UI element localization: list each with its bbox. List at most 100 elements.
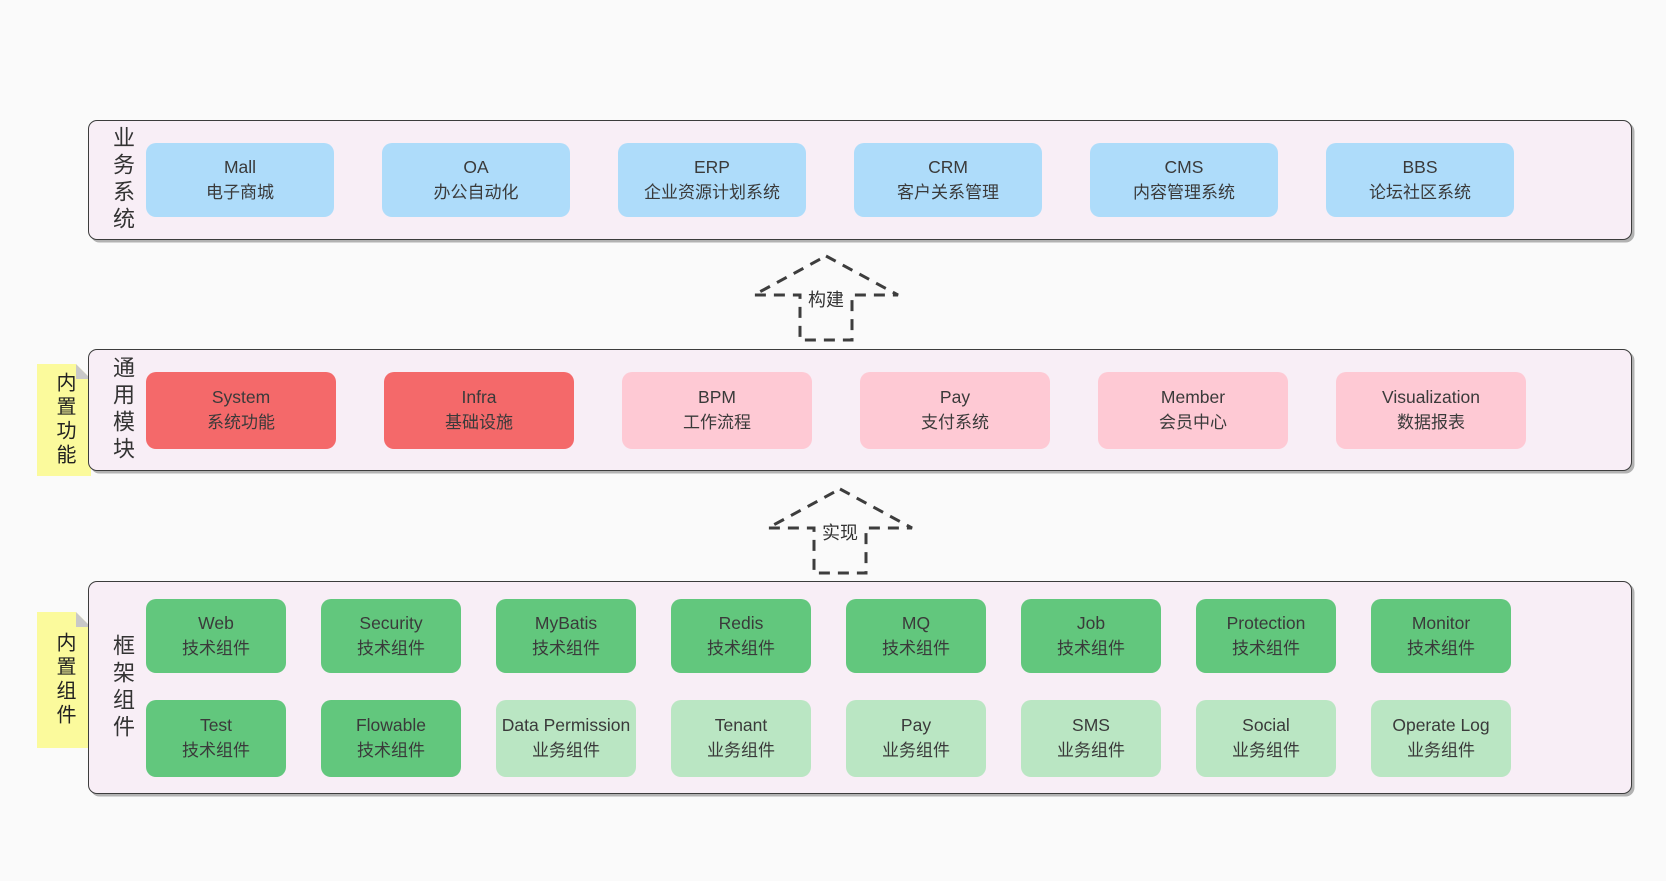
box-subtitle: 技术组件 — [532, 638, 600, 658]
box-pay: Pay 支付系统 — [860, 371, 1050, 449]
box-tenant: Tenant 业务组件 — [671, 699, 811, 777]
box-title: Redis — [718, 612, 764, 633]
box-title: CRM — [928, 157, 968, 177]
box-system: System 系统功能 — [146, 371, 336, 449]
sticky-note-built-in-components: 内置组件 — [37, 612, 91, 748]
box-bpm: BPM 工作流程 — [622, 371, 812, 449]
box-title: Flowable — [355, 715, 427, 735]
arrow-build: 构建 — [750, 253, 902, 343]
box-title: Tenant — [714, 715, 768, 735]
box-title: Data Permission — [501, 715, 631, 735]
box-subtitle: 客户关系管理 — [897, 183, 999, 202]
box-subtitle: 工作流程 — [683, 413, 751, 432]
box-title: System — [211, 387, 271, 407]
box-title: OA — [463, 157, 489, 177]
box-title: Visualization — [1382, 387, 1480, 407]
box-subtitle: 技术组件 — [882, 638, 950, 658]
box-subtitle: 业务组件 — [707, 741, 775, 760]
box-visualization: Visualization 数据报表 — [1336, 371, 1526, 449]
box-mall: Mall 电子商城 — [146, 143, 334, 217]
box-flowable: Flowable 技术组件 — [321, 699, 461, 777]
sticky-note-text: 内置组件 — [53, 632, 75, 728]
arrow-implement: 实现 — [764, 486, 916, 576]
box-operate-log: Operate Log 业务组件 — [1371, 699, 1511, 777]
box-title: Test — [199, 715, 233, 735]
box-cms: CMS 内容管理系统 — [1090, 143, 1278, 217]
box-title: Infra — [461, 387, 497, 407]
box-subtitle: 技术组件 — [1407, 638, 1475, 658]
box-title: CMS — [1164, 157, 1204, 177]
box-title: MyBatis — [534, 612, 598, 633]
box-title: ERP — [694, 157, 730, 177]
box-social: Social 业务组件 — [1196, 699, 1336, 777]
box-title: Pay — [939, 387, 971, 407]
box-subtitle: 办公自动化 — [433, 183, 519, 202]
box-title: Job — [1076, 612, 1106, 633]
layer-label-business-systems: 业务系统 — [110, 126, 135, 234]
box-monitor: Monitor 技术组件 — [1371, 598, 1511, 673]
box-subtitle: 论坛社区系统 — [1369, 183, 1471, 202]
box-protection: Protection 技术组件 — [1196, 598, 1336, 673]
box-job: Job 技术组件 — [1021, 598, 1161, 673]
box-subtitle: 会员中心 — [1159, 413, 1227, 432]
box-infra: Infra 基础设施 — [384, 371, 574, 449]
box-title: Pay — [900, 715, 932, 735]
box-title: BBS — [1402, 157, 1438, 177]
box-subtitle: 系统功能 — [207, 413, 275, 432]
box-title: Protection — [1226, 612, 1306, 633]
box-subtitle: 业务组件 — [532, 741, 600, 760]
sticky-note-built-in-functions: 内置功能 — [37, 364, 91, 476]
box-mq: MQ 技术组件 — [846, 598, 986, 673]
sticky-note-text: 内置功能 — [53, 372, 75, 468]
components-row-2: Test 技术组件 Flowable 技术组件 Data Permission … — [146, 699, 1511, 777]
box-erp: ERP 企业资源计划系统 — [618, 143, 806, 217]
box-title: SMS — [1072, 715, 1110, 735]
box-subtitle: 技术组件 — [182, 638, 250, 658]
business-systems-box-row: Mall 电子商城 OA 办公自动化 ERP 企业资源计划系统 CRM 客户关系… — [146, 143, 1514, 217]
box-subtitle: 基础设施 — [445, 413, 513, 432]
box-subtitle: 技术组件 — [357, 638, 425, 658]
box-title: BPM — [698, 387, 736, 407]
box-mybatis: MyBatis 技术组件 — [496, 598, 636, 673]
layer-framework-components: 框架组件 Web 技术组件 Security 技术组件 MyBatis 技术组件… — [88, 581, 1632, 794]
box-subtitle: 技术组件 — [1232, 638, 1300, 658]
box-title: Member — [1160, 387, 1226, 407]
box-test: Test 技术组件 — [146, 699, 286, 777]
common-modules-box-row: System 系统功能 Infra 基础设施 BPM 工作流程 Pay 支付系统… — [146, 371, 1526, 449]
box-subtitle: 内容管理系统 — [1133, 183, 1235, 202]
box-title: Monitor — [1411, 612, 1471, 633]
box-subtitle: 电子商城 — [206, 183, 274, 202]
box-subtitle: 技术组件 — [1057, 638, 1125, 658]
box-crm: CRM 客户关系管理 — [854, 143, 1042, 217]
box-sms: SMS 业务组件 — [1021, 699, 1161, 777]
box-title: Web — [198, 612, 234, 633]
components-row-1: Web 技术组件 Security 技术组件 MyBatis 技术组件 Redi… — [146, 598, 1511, 673]
box-subtitle: 支付系统 — [921, 413, 989, 432]
up-arrow-dashed-icon — [767, 487, 913, 575]
box-security: Security 技术组件 — [321, 598, 461, 673]
up-arrow-dashed-icon — [753, 254, 899, 342]
layer-business-systems: 业务系统 Mall 电子商城 OA 办公自动化 ERP 企业资源计划系统 CRM… — [88, 120, 1632, 240]
box-subtitle: 技术组件 — [182, 741, 250, 760]
box-title: Operate Log — [1392, 715, 1490, 735]
box-title: MQ — [901, 612, 931, 633]
box-subtitle: 业务组件 — [1232, 741, 1300, 760]
arrow-build-label: 构建 — [805, 286, 847, 312]
box-bbs: BBS 论坛社区系统 — [1326, 143, 1514, 217]
arrow-implement-label: 实现 — [819, 519, 861, 545]
box-redis: Redis 技术组件 — [671, 598, 811, 673]
box-subtitle: 企业资源计划系统 — [644, 183, 780, 202]
box-title: Social — [1242, 715, 1290, 735]
box-subtitle: 业务组件 — [1057, 741, 1125, 760]
box-subtitle: 业务组件 — [1407, 741, 1475, 760]
box-title: Mall — [223, 157, 257, 177]
framework-components-grid: Web 技术组件 Security 技术组件 MyBatis 技术组件 Redi… — [146, 598, 1511, 777]
box-subtitle: 业务组件 — [882, 741, 950, 760]
box-title: Security — [359, 612, 423, 633]
layer-label-framework-components: 框架组件 — [110, 633, 135, 742]
layer-common-modules: 通用模块 System 系统功能 Infra 基础设施 BPM 工作流程 Pay… — [88, 349, 1632, 471]
box-subtitle: 技术组件 — [707, 638, 775, 658]
box-pay-business: Pay 业务组件 — [846, 699, 986, 777]
layer-label-common-modules: 通用模块 — [110, 356, 135, 464]
box-oa: OA 办公自动化 — [382, 143, 570, 217]
